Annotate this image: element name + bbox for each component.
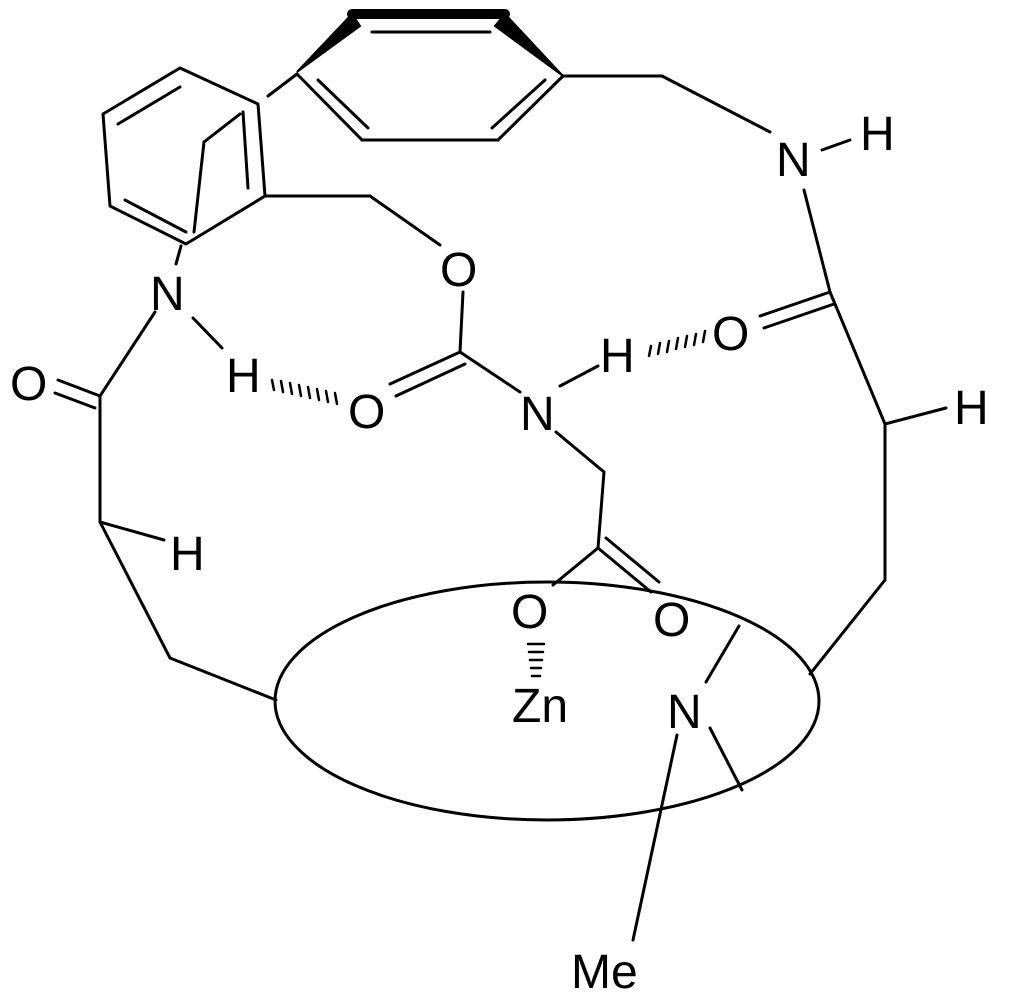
label-o-carbamate-ester: O <box>440 244 477 297</box>
bond-ch2-macrocycle <box>808 578 887 676</box>
wedge-bond-top-right <box>493 12 564 77</box>
tertiary-amine-bonds <box>631 624 744 942</box>
label-n-top: N <box>776 134 811 187</box>
hydrogen-bond-right <box>647 329 707 358</box>
ring-bond-right-inner <box>490 78 547 130</box>
wedge-bond-top-left <box>296 12 362 73</box>
bond-arene-nh <box>174 244 183 266</box>
bond-nh-carbonyl <box>802 188 832 294</box>
bond-carbonyl-o-left-1 <box>56 378 102 398</box>
bond-alpha-ch2-left <box>98 520 172 660</box>
left-ring-inner-2 <box>123 198 188 234</box>
bond-carboxyl-o-right-2 <box>604 536 661 584</box>
label-o-carboxylate-right: O <box>653 594 690 647</box>
bond-o-carbonyl-c <box>458 290 465 354</box>
label-o-carbamate-carbonyl: O <box>348 386 385 439</box>
label-o-right-carbonyl: O <box>712 308 749 361</box>
label-o-carboxylate-left: O <box>511 586 548 639</box>
hydrogen-bonds <box>270 329 707 678</box>
bond-carbonyl-o-2 <box>762 302 836 330</box>
bond-n-ring-top <box>704 624 741 684</box>
bond-n-h-center <box>558 364 600 388</box>
ortho-phenylene-ring <box>101 66 267 246</box>
label-h-right-alpha: H <box>954 382 989 435</box>
ring-bond-left-inner <box>316 78 370 130</box>
bond-carboxyl-o-right-1 <box>596 546 653 594</box>
bond-ch2-o <box>368 194 442 247</box>
left-amide-chain <box>53 244 278 702</box>
bond-nh-carbonyl-left <box>98 310 157 398</box>
bond-carbonyl-o-left-2 <box>53 391 97 410</box>
zinc-macrocycle-ellipse <box>273 580 821 822</box>
bond-carbonyl-o-1 <box>758 290 832 318</box>
bond-n-h-left <box>191 316 224 350</box>
bond-n-ring-bottom <box>708 726 744 792</box>
bond-ch2-macrocycle-left <box>168 656 278 702</box>
label-n-tertiary: N <box>667 686 702 739</box>
bond-arene-to-top-ring <box>202 112 242 144</box>
bond-n-h-top <box>820 138 852 152</box>
right-amide-chain <box>758 290 948 676</box>
bond-carboxyl-o-left <box>551 546 600 587</box>
label-h-left-nh: H <box>226 350 261 403</box>
ring-bond-right <box>496 74 565 142</box>
bond-n-methyl <box>631 733 679 942</box>
bond-c-o-double-1 <box>388 350 462 386</box>
label-n-center: N <box>520 388 555 441</box>
label-o-left-carbonyl: O <box>10 358 47 411</box>
bond-c-n <box>458 350 522 394</box>
atom-labels: N H N H O O N H O H O H O O Zn N Me <box>10 108 989 999</box>
label-h-center: H <box>600 330 635 383</box>
label-h-left-alpha: H <box>170 528 205 581</box>
bond-ch2-carboxyl <box>596 470 606 550</box>
bond-arene-crossing <box>192 140 206 234</box>
bond-alpha-h-left <box>98 520 166 542</box>
left-ring-inner-3 <box>241 110 250 190</box>
left-ring-outline <box>101 66 267 246</box>
left-ring-inner-1 <box>116 85 182 126</box>
label-h-top: H <box>860 108 895 161</box>
bond-ch2-nh <box>660 74 772 134</box>
bond-ring-to-left-arene <box>266 72 299 98</box>
bond-carbonyl-alpha <box>828 290 887 426</box>
benzylamide-linker <box>561 74 852 294</box>
bond-n-ch2 <box>554 430 606 474</box>
bond-alpha-h <box>883 406 948 426</box>
para-phenylene-ring <box>266 9 565 142</box>
bond-c-o-double-2 <box>394 362 467 398</box>
label-zinc: Zn <box>512 680 568 733</box>
ring-bond-left <box>295 72 364 142</box>
label-n-left: N <box>150 268 185 321</box>
carbamate-linker <box>263 194 661 594</box>
zinc-coordination-bond <box>526 642 546 678</box>
label-methyl: Me <box>571 946 638 999</box>
hydrogen-bond-left <box>270 378 339 406</box>
